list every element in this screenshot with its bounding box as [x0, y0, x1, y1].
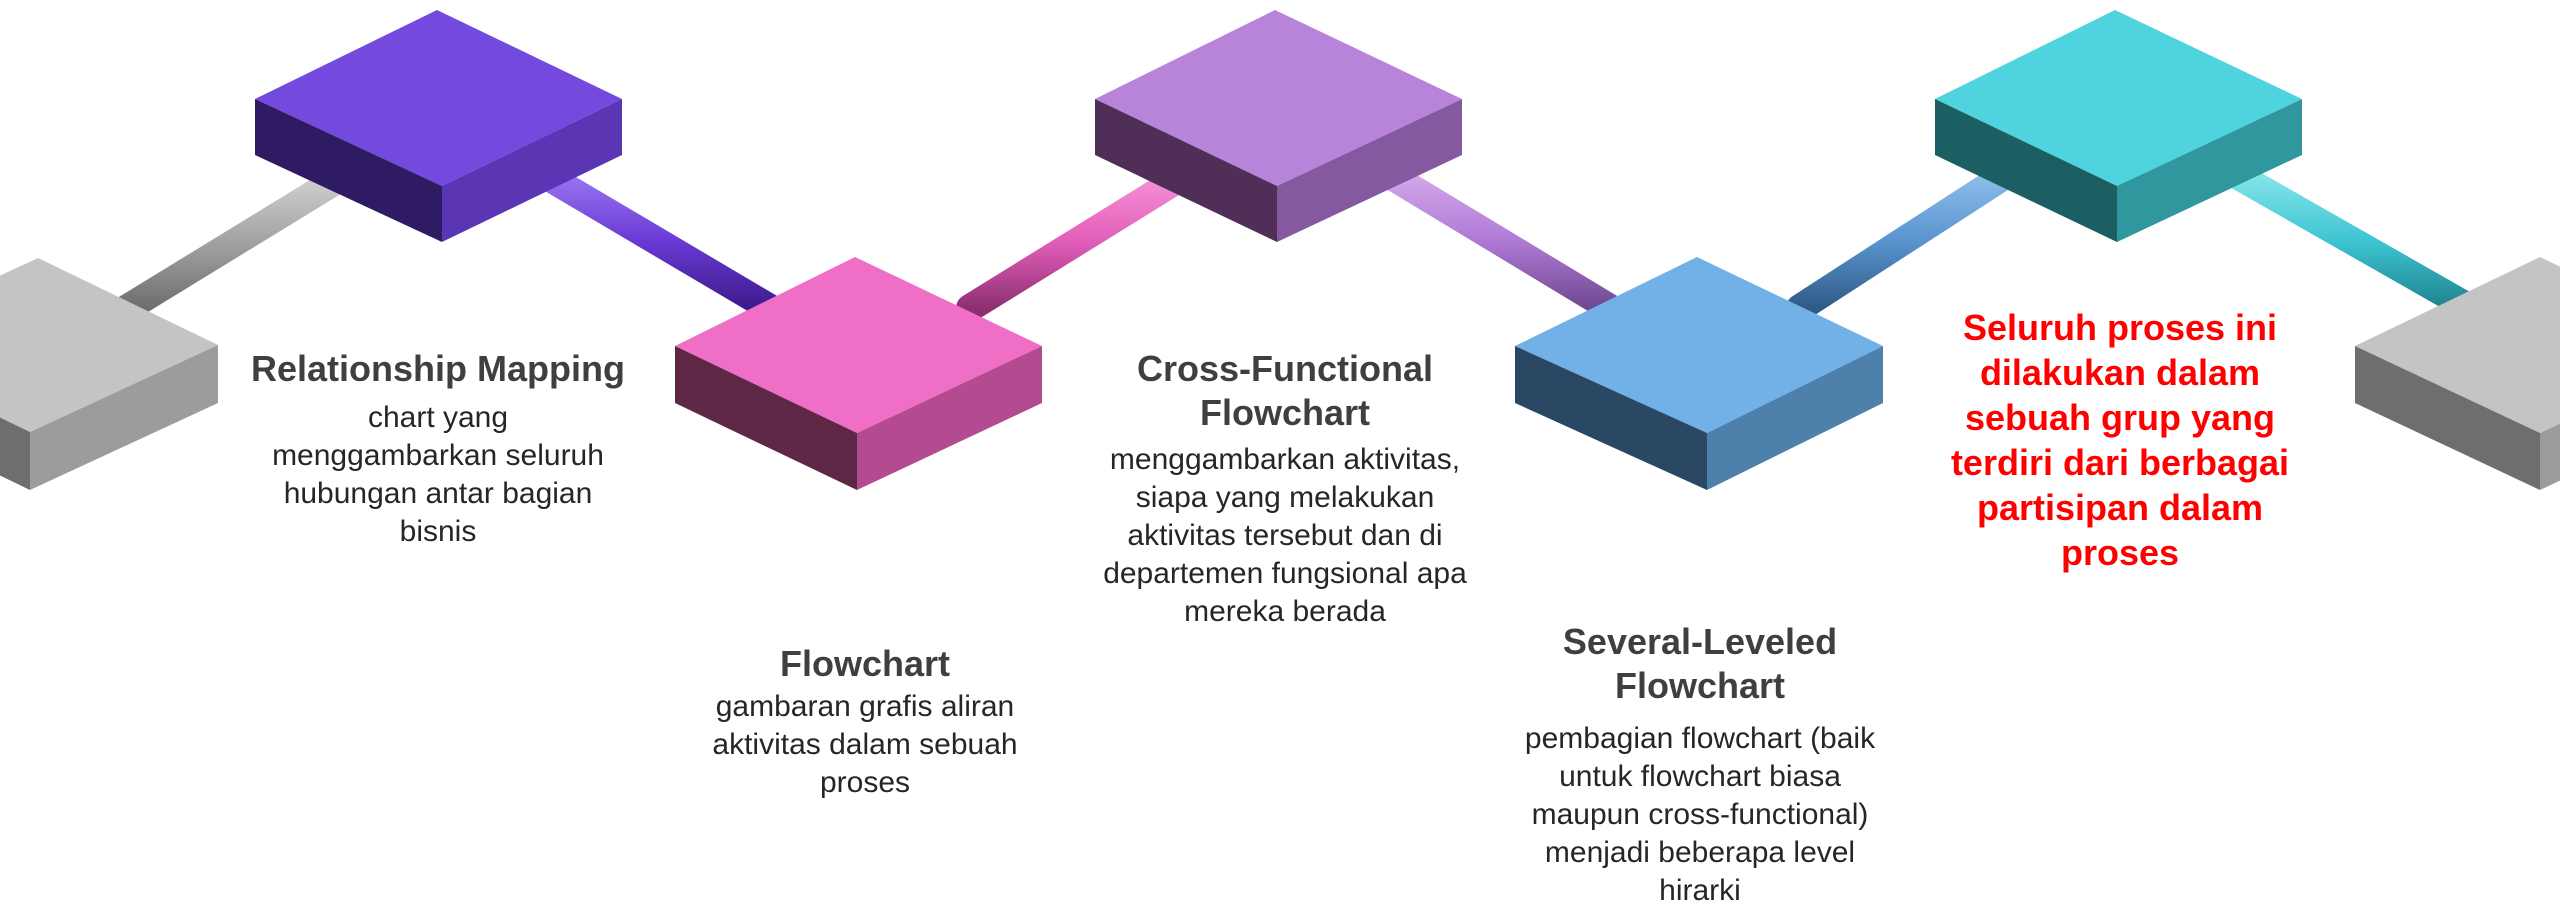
connector-4: [1786, 158, 2024, 322]
step-flowchart: Flowchart gambaran grafis aliran aktivit…: [690, 642, 1040, 802]
block-group-note: [1935, 10, 2302, 242]
block-relationship-mapping: [255, 10, 622, 242]
block-flowchart: [675, 257, 1042, 490]
step-description: pembagian flowchart (baik untuk flowchar…: [1524, 722, 1876, 907]
step-title: Cross-Functional Flowchart: [1136, 348, 1433, 433]
connector-0: [81, 164, 354, 342]
end-block-right: [2355, 257, 2560, 490]
step-title: Relationship Mapping: [251, 348, 625, 389]
step-description: chart yang menggambarkan seluruh hubunga…: [272, 401, 604, 548]
step-title: Several-Leveled Flowchart: [1562, 621, 1838, 706]
block-cross-functional-flowchart: [1095, 10, 1462, 242]
connector-5: [2214, 156, 2484, 322]
step-several-leveled-flowchart: Several-Leveled Flowchart pembagian flow…: [1505, 620, 1895, 910]
step-description: menggambarkan aktivitas, siapa yang mela…: [1103, 443, 1467, 628]
connector-3: [1371, 158, 1624, 322]
connector-2: [956, 164, 1194, 322]
step-relationship-mapping: Relationship Mapping chart yang menggamb…: [248, 347, 628, 551]
end-block-left: [0, 258, 218, 490]
group-note-text: Seluruh proses ini dilakukan dalam sebua…: [1950, 307, 2290, 573]
step-description: gambaran grafis aliran aktivitas dalam s…: [712, 690, 1018, 799]
step-cross-functional-flowchart: Cross-Functional Flowchart menggambarkan…: [1085, 347, 1485, 631]
step-title: Flowchart: [779, 643, 950, 684]
connector-1: [526, 158, 784, 322]
block-several-leveled-flowchart: [1515, 257, 1883, 490]
